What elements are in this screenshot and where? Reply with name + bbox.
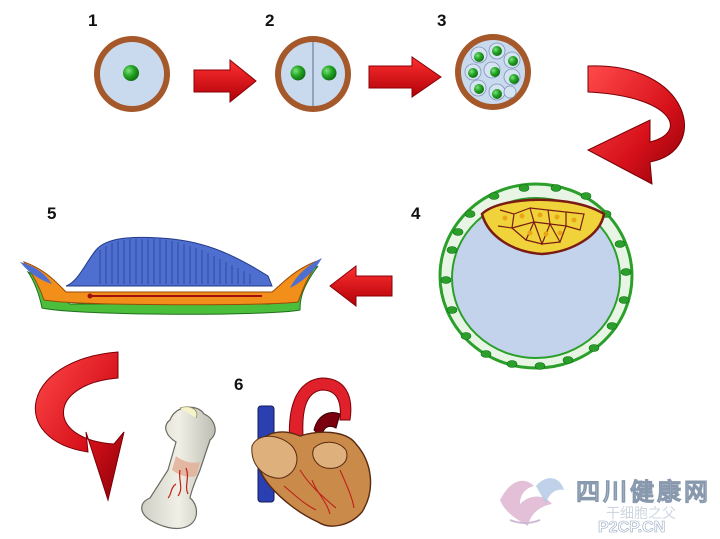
blastocyst — [438, 182, 634, 370]
step-6-label: 6 — [234, 375, 243, 394]
step-1-label: 1 — [88, 11, 97, 30]
watermark-caption: 干细胞之父 — [606, 506, 676, 522]
nucleus-right — [321, 65, 337, 81]
watermark: 四川健康网 干细胞之父 P2CP.CN — [500, 478, 711, 536]
aorta — [288, 377, 352, 449]
bone-illustration — [141, 406, 216, 530]
arrow-1-to-2 — [193, 58, 257, 104]
two-cell-embryo — [275, 36, 351, 112]
zygote-nucleus — [123, 65, 139, 81]
arrow-4-to-5 — [329, 264, 393, 308]
mesoderm-layer — [22, 259, 322, 306]
heart-illustration — [251, 377, 372, 527]
trilaminar-embryo — [20, 236, 322, 315]
phoenix-logo-icon — [500, 478, 564, 526]
ectoderm-layer — [65, 236, 273, 287]
step-4-label: 4 — [411, 204, 421, 223]
step-3-label: 3 — [437, 11, 446, 30]
nucleus-left — [290, 65, 306, 81]
step-5-label: 5 — [47, 204, 56, 223]
curved-arrow-5-to-6 — [35, 351, 125, 502]
watermark-brand: 四川健康网 — [576, 478, 711, 506]
arrow-2-to-3 — [368, 56, 442, 98]
step-2-label: 2 — [265, 11, 274, 30]
zygote-cell — [94, 36, 170, 112]
trophoblast-ring — [440, 184, 632, 370]
inner-cell-mass — [480, 198, 606, 256]
watermark-domain: P2CP.CN — [598, 519, 665, 536]
morula — [455, 34, 531, 110]
curved-arrow-3-to-4 — [586, 65, 686, 185]
